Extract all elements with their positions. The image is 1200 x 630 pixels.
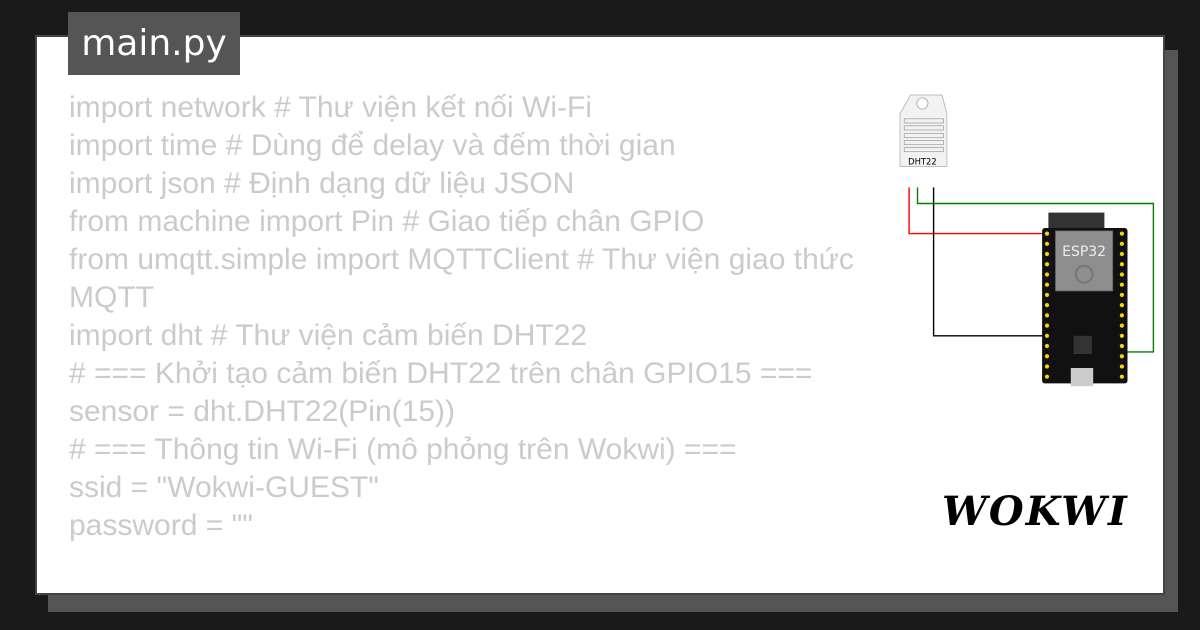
board-pin[interactable]	[1044, 303, 1050, 308]
board-pin[interactable]	[1119, 241, 1124, 246]
code-line: password = ""	[69, 509, 253, 542]
board-pin[interactable]	[1044, 333, 1050, 338]
wire-gnd	[932, 187, 1047, 337]
wire-vcc	[908, 187, 1047, 235]
board-pin[interactable]	[1044, 272, 1050, 277]
board-pin[interactable]	[1044, 282, 1050, 287]
board-pin[interactable]	[1119, 313, 1124, 318]
board-pin[interactable]	[1044, 343, 1050, 349]
board-pin[interactable]	[1044, 374, 1050, 379]
code-line: sensor = dht.DHT22(Pin(15))	[69, 395, 455, 428]
board-pin[interactable]	[1119, 292, 1124, 298]
sensor-label: DHT22	[908, 156, 937, 166]
board-pin[interactable]	[1044, 262, 1050, 267]
file-tab: main.py	[68, 12, 240, 75]
board-pin[interactable]	[1119, 231, 1124, 236]
board-pin[interactable]	[1044, 231, 1050, 236]
board-pin[interactable]	[1119, 354, 1124, 359]
board-pin[interactable]	[1119, 333, 1124, 338]
code-line: import dht # Thư viện cảm biến DHT22	[69, 319, 588, 352]
board-pin[interactable]	[1119, 364, 1124, 369]
preview-card: import network # Thư viện kết nối Wi-Fi i…	[35, 35, 1165, 595]
esp32-board[interactable]: ESP32	[1042, 212, 1128, 387]
board-pin[interactable]	[1119, 323, 1124, 328]
board-pin[interactable]	[1044, 241, 1050, 246]
code-line: import json # Định dạng dữ liệu JSON	[69, 167, 575, 200]
dht22-sensor[interactable]: DHT22	[899, 94, 948, 167]
code-line: from umqtt.simple import MQTTClient # Th…	[69, 243, 863, 314]
board-pin[interactable]	[1044, 292, 1050, 298]
board-pin[interactable]	[1119, 282, 1124, 287]
board-pin[interactable]	[1044, 313, 1050, 318]
code-line: ssid = "Wokwi-GUEST"	[69, 471, 379, 504]
wire-data	[916, 187, 1155, 353]
board-pin[interactable]	[1044, 251, 1050, 257]
board-pin[interactable]	[1044, 323, 1050, 328]
code-line: from machine import Pin # Giao tiếp chân…	[69, 205, 705, 238]
code-listing: import network # Thư viện kết nối Wi-Fi i…	[69, 89, 889, 545]
code-line: # === Khởi tạo cảm biến DHT22 trên chân …	[69, 357, 813, 390]
board-pin[interactable]	[1119, 343, 1124, 349]
code-line: # === Thông tin Wi-Fi (mô phỏng trên Wok…	[69, 433, 737, 466]
board-pin[interactable]	[1119, 262, 1124, 267]
code-line: import network # Thư viện kết nối Wi-Fi	[69, 91, 593, 124]
board-pin[interactable]	[1119, 303, 1124, 308]
board-pin[interactable]	[1119, 251, 1124, 257]
board-label: ESP32	[1062, 244, 1106, 260]
board-pin[interactable]	[1119, 272, 1124, 277]
code-line: import time # Dùng để delay và đếm thời …	[69, 129, 676, 162]
board-pin[interactable]	[1119, 374, 1124, 379]
board-pin[interactable]	[1044, 364, 1050, 369]
board-pin[interactable]	[1044, 354, 1050, 359]
wokwi-logo: WOKWI	[942, 488, 1129, 535]
